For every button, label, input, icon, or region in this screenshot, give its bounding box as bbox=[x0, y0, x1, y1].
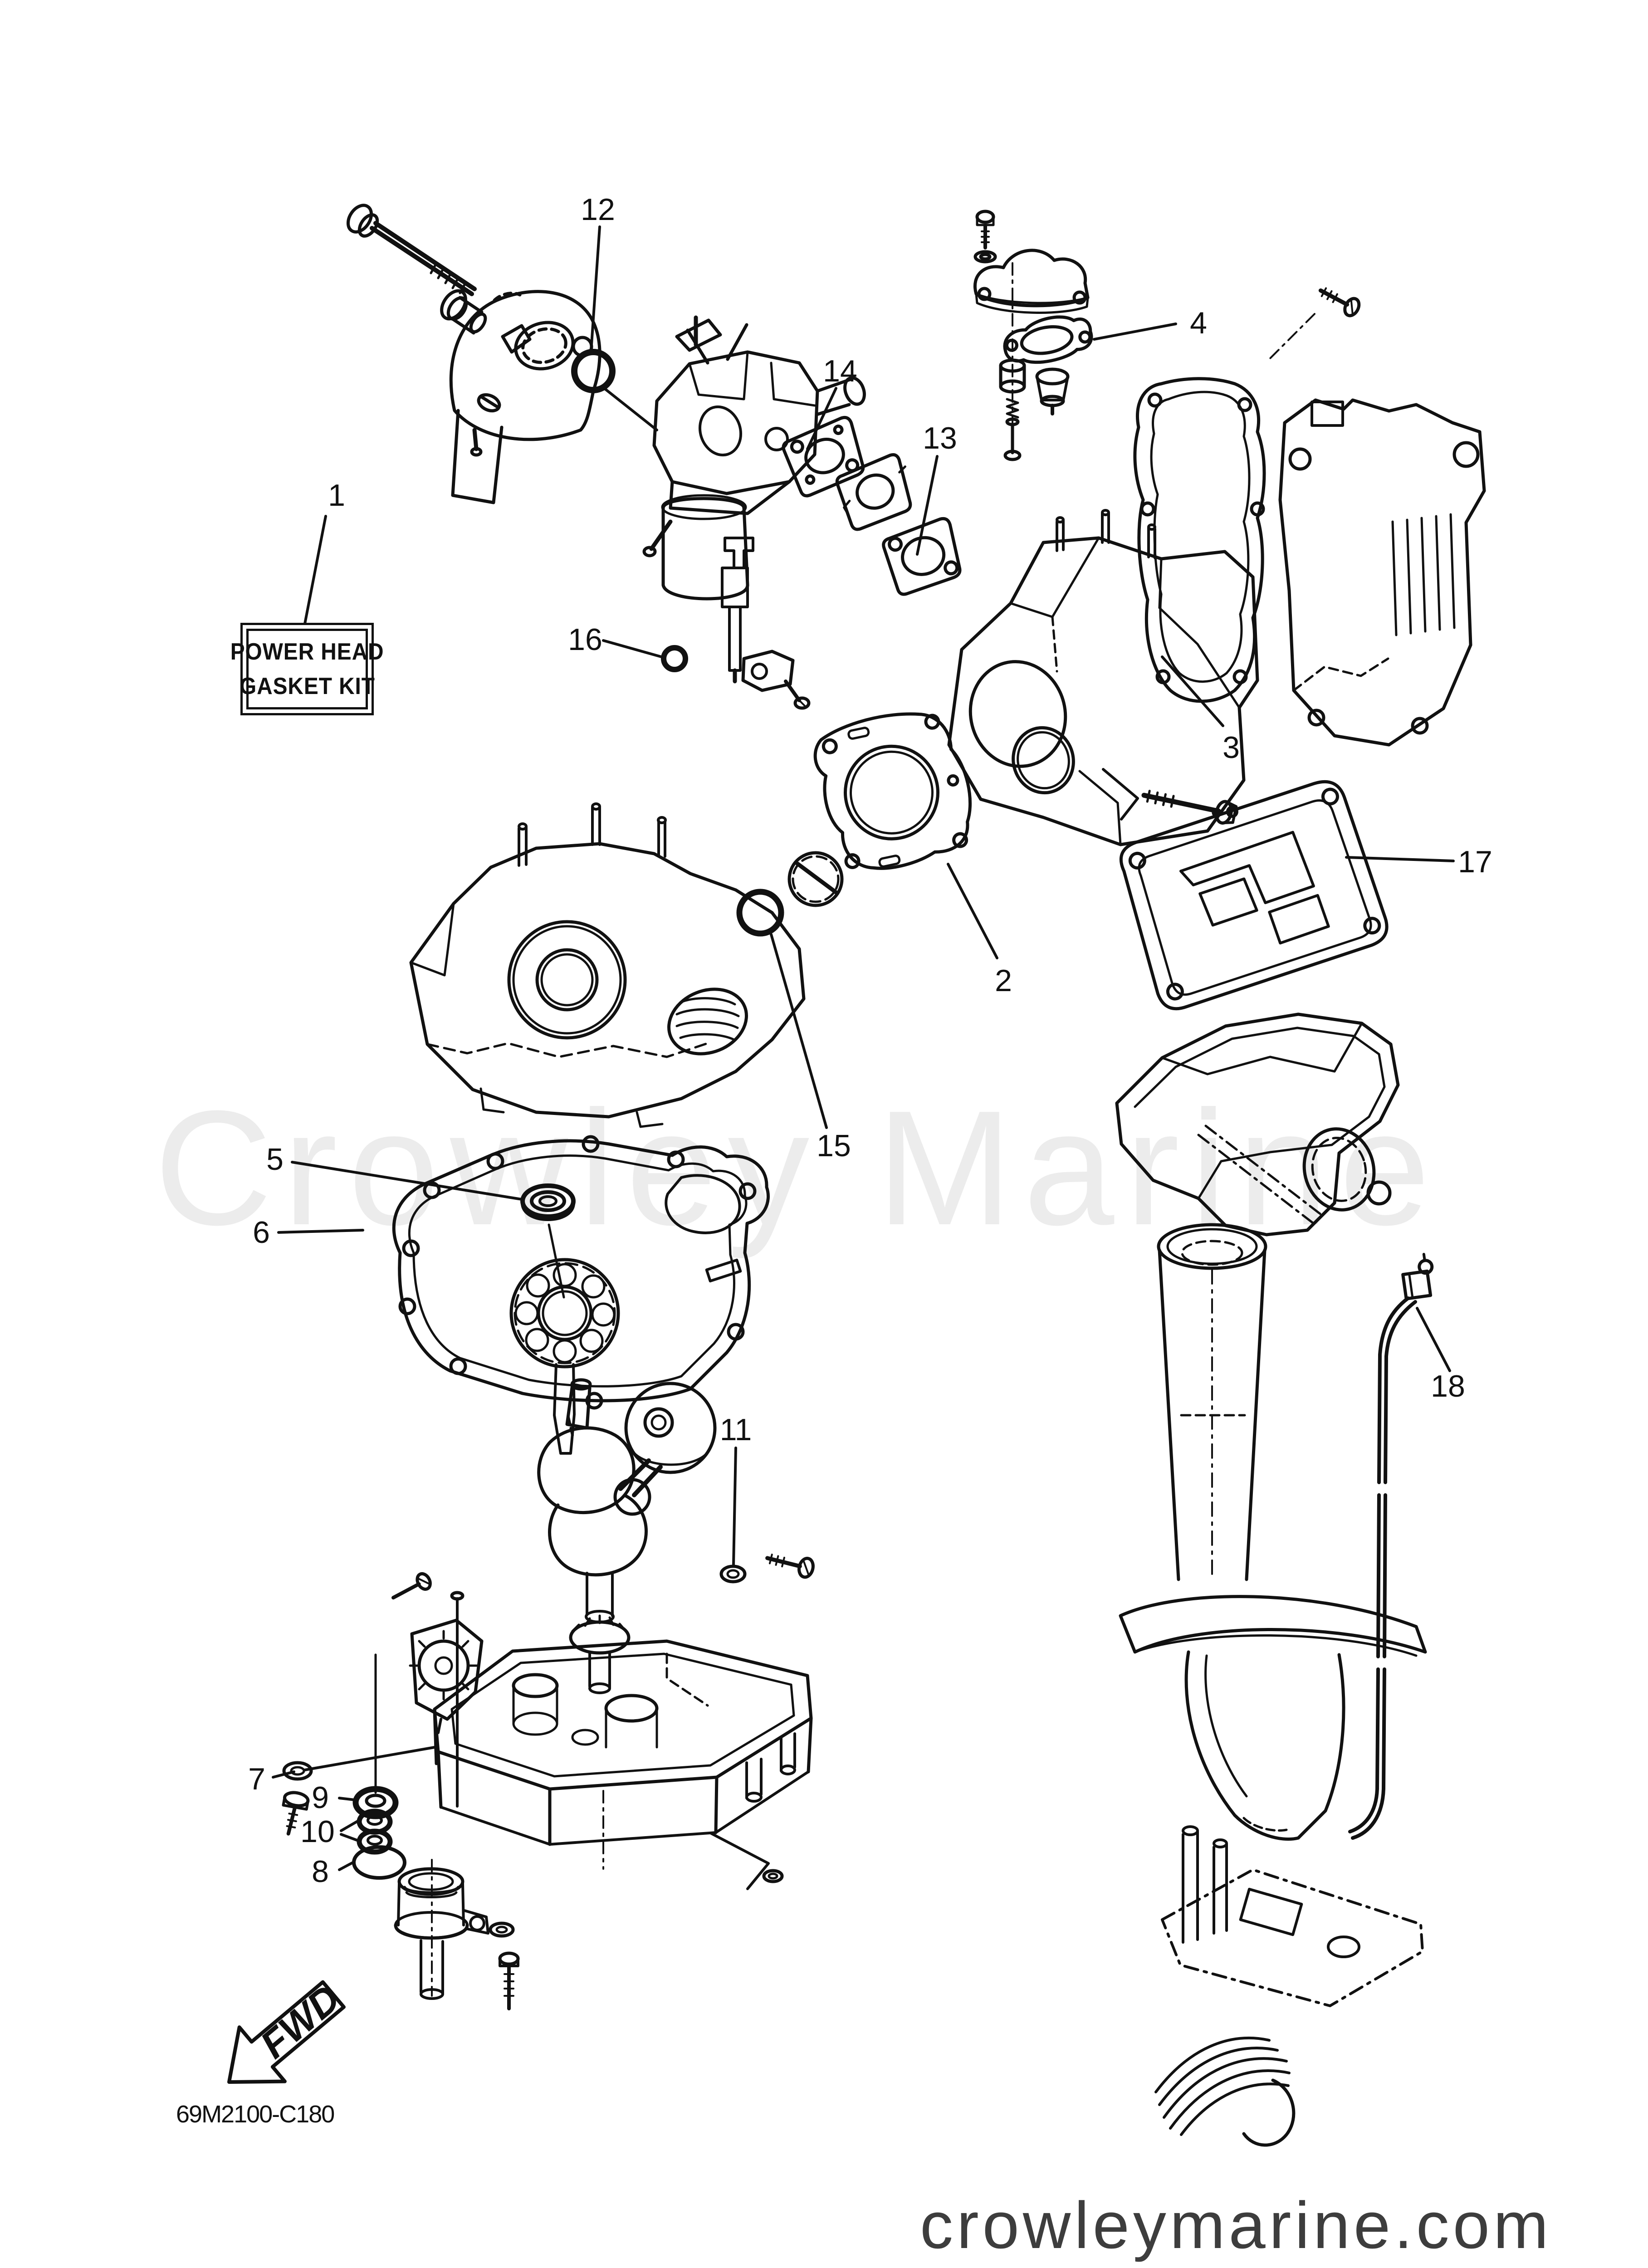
link-rod-18 bbox=[1348, 1253, 1434, 1840]
spacer-collar bbox=[440, 289, 487, 335]
callout-8[interactable]: 8 bbox=[312, 1854, 329, 1889]
callout-12[interactable]: 12 bbox=[581, 192, 615, 227]
crankcase-side-cover bbox=[1278, 398, 1486, 747]
gasket-14 bbox=[782, 415, 865, 498]
callout-3[interactable]: 3 bbox=[1223, 730, 1240, 765]
callout-13[interactable]: 13 bbox=[923, 421, 957, 455]
leader-lines bbox=[272, 225, 1455, 1871]
callout-14[interactable]: 14 bbox=[823, 354, 857, 388]
oil-pump-housing bbox=[394, 1859, 489, 2000]
callout-17[interactable]: 17 bbox=[1458, 845, 1492, 879]
callout-9[interactable]: 9 bbox=[312, 1780, 329, 1815]
cylinder-block bbox=[947, 287, 1361, 846]
callout-5[interactable]: 5 bbox=[266, 1142, 284, 1177]
callout-10[interactable]: 10 bbox=[300, 1814, 335, 1849]
head-gasket-2 bbox=[813, 712, 972, 870]
oil-pan bbox=[303, 1591, 813, 1890]
clamp-and-screw bbox=[741, 650, 811, 710]
bolt-long-topleft bbox=[346, 204, 477, 296]
o-ring-15 bbox=[736, 889, 784, 937]
callout-4[interactable]: 4 bbox=[1190, 306, 1207, 340]
gasket-13 bbox=[882, 517, 962, 596]
callout-16[interactable]: 16 bbox=[568, 622, 602, 657]
callout-15[interactable]: 15 bbox=[817, 1129, 851, 1163]
washer-screw-11 bbox=[719, 1554, 815, 1584]
power-head-gasket-kit-label: POWER HEAD GASKET KIT bbox=[230, 623, 383, 715]
thermostat-assembly bbox=[973, 210, 1093, 461]
kit-label-inner-border: POWER HEAD GASKET KIT bbox=[230, 629, 383, 709]
drawing-part-code: 69M2100-C180 bbox=[176, 2101, 335, 2128]
fwd-arrow: FWD bbox=[227, 1976, 348, 2084]
gasket-3 bbox=[1133, 377, 1266, 703]
bracket-gear bbox=[391, 1572, 484, 1734]
oil-plug bbox=[787, 851, 844, 907]
callout-2[interactable]: 2 bbox=[995, 963, 1012, 998]
insulator-spacer bbox=[835, 453, 912, 531]
driveshaft-housing bbox=[1115, 1012, 1427, 2147]
o-ring-12 bbox=[571, 349, 616, 393]
kit-label-line1: POWER HEAD bbox=[230, 639, 384, 665]
callout-11[interactable]: 11 bbox=[719, 1413, 752, 1447]
washer-bolt-7 bbox=[282, 1761, 313, 1836]
callout-18[interactable]: 18 bbox=[1431, 1369, 1465, 1403]
crankshaft-piston bbox=[537, 1378, 717, 1694]
washer-bolt-pump bbox=[489, 1921, 520, 2010]
kit-label-line2: GASKET KIT bbox=[239, 673, 375, 699]
carburetor bbox=[642, 315, 866, 684]
gasket-6 bbox=[392, 1135, 770, 1455]
oil-seal-5 bbox=[520, 1183, 576, 1221]
callout-6[interactable]: 6 bbox=[253, 1215, 270, 1250]
gasket-17 bbox=[1119, 780, 1389, 1011]
site-url-text: crowleymarine.com bbox=[920, 2188, 1552, 2262]
o-ring-16 bbox=[661, 645, 688, 672]
callout-7[interactable]: 7 bbox=[248, 1762, 265, 1796]
crankcase-body bbox=[409, 802, 806, 1128]
callout-1[interactable]: 1 bbox=[328, 478, 345, 513]
